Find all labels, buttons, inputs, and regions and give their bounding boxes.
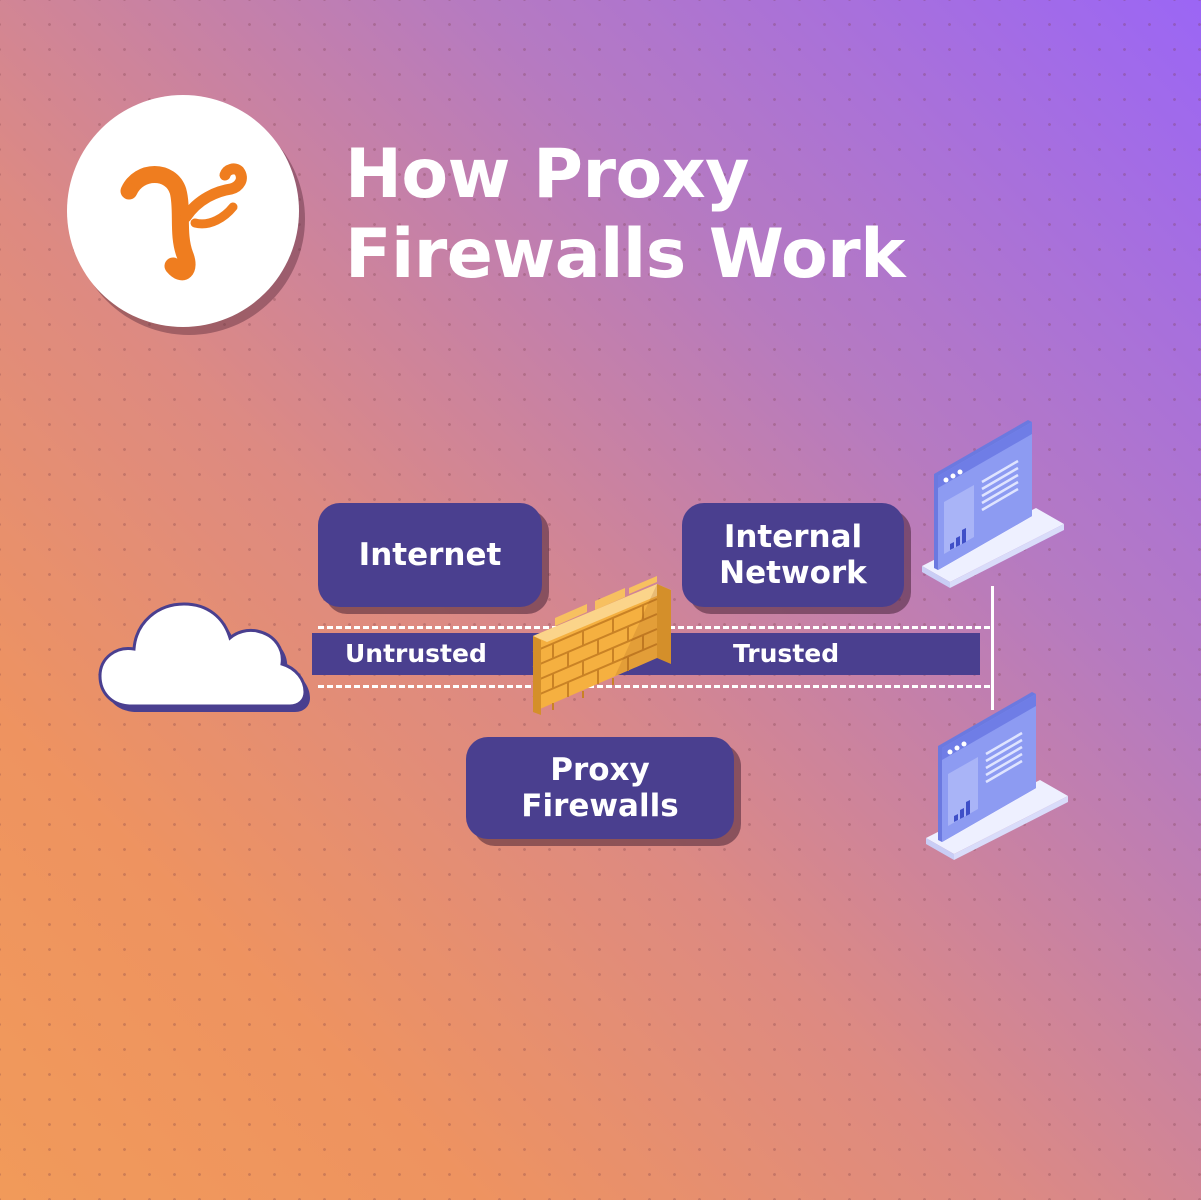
squirrel-logo-icon — [120, 163, 247, 281]
laptop-icon — [922, 420, 1064, 588]
proxy-firewalls-line-2: Firewalls — [521, 788, 679, 824]
internal-network-line-1: Internal — [723, 519, 863, 555]
cloud-icon — [98, 602, 310, 712]
internal-network-line-2: Network — [719, 555, 867, 591]
brick-wall-icon — [532, 576, 671, 715]
internet-label: Internet — [318, 503, 542, 607]
internal-network-label: Internal Network — [682, 503, 904, 607]
internet-label-text: Internet — [358, 537, 502, 573]
page-title: How Proxy Firewalls Work — [345, 135, 1065, 295]
trusted-label: Trusted — [733, 639, 840, 668]
logo — [67, 95, 299, 327]
proxy-firewalls-line-1: Proxy — [550, 752, 650, 788]
network-connector-line — [991, 586, 994, 710]
title-line-2: Firewalls Work — [345, 215, 905, 294]
proxy-firewalls-label: Proxy Firewalls — [466, 737, 734, 839]
laptop-icon — [926, 692, 1068, 860]
title-line-1: How Proxy — [345, 135, 749, 214]
untrusted-label: Untrusted — [345, 639, 487, 668]
dashed-line-bottom — [318, 685, 990, 688]
